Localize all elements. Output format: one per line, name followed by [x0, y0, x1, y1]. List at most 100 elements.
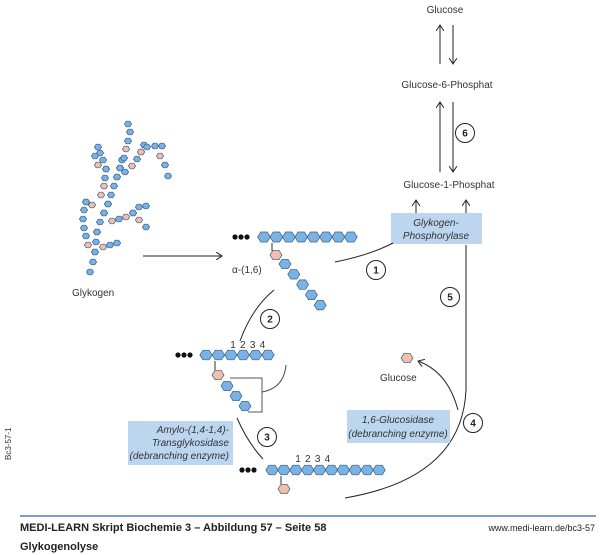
glucosidase-box: [347, 410, 450, 443]
glucose-unit: [360, 464, 374, 476]
glucose-unit: [123, 137, 133, 145]
glucose-unit: [123, 120, 133, 128]
glucose-unit: [313, 300, 327, 311]
glucose-unit: [236, 349, 250, 361]
glucose-unit: [261, 349, 275, 361]
step-number: 5: [447, 293, 453, 304]
glucose-unit: [98, 156, 108, 164]
glucose-unit: [238, 400, 252, 412]
glycogen-tree-icon: [78, 120, 173, 276]
glucose-unit: [142, 143, 152, 151]
step-number: 2: [267, 315, 273, 326]
glucose-unit: [81, 198, 91, 206]
enzyme-label: (debranching enzyme): [348, 429, 448, 440]
glucose-unit: [141, 223, 151, 231]
glucose-unit: [372, 464, 386, 476]
glucose-unit: [289, 464, 303, 476]
g6p-label: Glucose-6-Phosphat: [401, 80, 492, 91]
branch-glucose-unit: [83, 241, 93, 249]
glucose-unit: [281, 231, 296, 243]
glucose-unit: [79, 224, 89, 232]
step-6-circle: [455, 123, 475, 143]
branch-glucose-unit: [134, 216, 144, 224]
footer-url[interactable]: www.medi-learn.de/bc3-57: [488, 523, 595, 533]
branch-glucose-unit: [155, 152, 165, 160]
glucose-unit: [91, 238, 101, 246]
glucose-unit: [119, 154, 129, 162]
glucose-unit: [141, 202, 151, 210]
step-number: 6: [462, 129, 468, 140]
glucose-unit: [199, 349, 213, 361]
glucose-unit: [312, 464, 327, 476]
enzyme-label: Transglykosidase: [152, 438, 230, 449]
glucose-unit: [160, 161, 170, 169]
step-number: 3: [264, 433, 270, 444]
glucose-unit: [336, 464, 351, 476]
glucose-unit: [114, 215, 124, 223]
chain-continuation-dot: [175, 352, 181, 358]
enzyme-label: 1,6-Glucosidase: [362, 415, 435, 426]
glucose-unit: [106, 191, 116, 199]
glucose-unit: [229, 390, 243, 402]
glucose-unit: [257, 231, 271, 243]
position-number: 4: [260, 340, 266, 351]
glucose-units: [175, 231, 414, 495]
enzyme-label: Amylo-(1,4-1,4)-: [156, 425, 230, 436]
glucose-free-label: Glucose: [380, 373, 417, 384]
glucose-unit: [304, 289, 318, 300]
glucose-unit: [90, 248, 100, 256]
chain-continuation-dot: [238, 234, 244, 240]
branch-glucose-unit: [277, 483, 291, 495]
bracket: [230, 377, 263, 413]
glucose-unit: [109, 182, 119, 190]
glucose-unit: [101, 165, 111, 173]
branch-glucose-unit: [96, 191, 106, 199]
chain-continuation-dot: [251, 467, 257, 473]
glucose-unit: [324, 464, 339, 476]
position-number: 3: [315, 454, 321, 465]
position-number: 2: [305, 454, 311, 465]
glucose-unit: [348, 464, 362, 476]
transglykosidase-box: [128, 421, 233, 465]
branch-glucose-unit: [127, 162, 137, 170]
step-number: 4: [470, 419, 476, 430]
glucose-unit: [269, 231, 284, 243]
glucose-unit: [163, 172, 173, 180]
glucose-unit: [296, 279, 310, 290]
reaction-curve-3: [236, 417, 264, 460]
glucose-unit: [85, 268, 95, 276]
position-number: 1: [230, 340, 236, 351]
glucose-unit: [90, 152, 100, 160]
alpha16-label: α-(1,6): [232, 265, 262, 276]
step-3-circle: [257, 427, 277, 447]
step-number: 1: [373, 266, 379, 277]
chain-continuation-dot: [239, 467, 245, 473]
glucose-unit: [120, 168, 130, 176]
position-number: 2: [240, 340, 246, 351]
glucose-unit: [134, 203, 144, 211]
glucose-unit: [125, 128, 135, 136]
glucose-unit: [78, 215, 88, 223]
step-4-circle: [463, 413, 483, 433]
glucose-unit: [301, 464, 315, 476]
glucose-unit: [277, 464, 291, 476]
glucose-unit: [81, 232, 91, 240]
phosphorylase-box: [391, 213, 482, 244]
glucose-unit: [99, 209, 109, 217]
glucose-unit: [100, 174, 110, 182]
glucose-unit: [220, 380, 234, 392]
glucose-unit: [319, 231, 333, 243]
branch-glucose-unit: [121, 213, 131, 221]
enzyme-label: Phosphorylase: [403, 231, 470, 242]
position-number: 4: [325, 454, 331, 465]
glucose-unit: [331, 231, 346, 243]
glucose-unit: [103, 200, 113, 208]
glucose-unit: [157, 142, 167, 150]
step-1-circle: [366, 260, 386, 280]
glucose-unit: [150, 142, 160, 150]
glucose-unit: [92, 228, 102, 236]
transfer-curve: [261, 364, 287, 393]
glucose-unit: [88, 258, 98, 266]
branch-glucose-unit: [87, 201, 97, 209]
